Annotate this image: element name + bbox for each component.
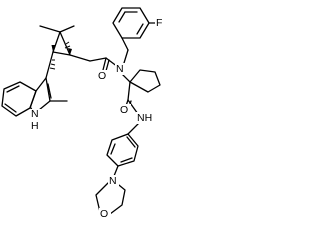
indole-nitrogen-label: N [31,108,39,120]
wedge-bond [68,48,72,55]
wedge-bond [51,45,56,52]
amide-oxygen-label: O [98,70,106,82]
bond-skeleton [1,7,161,215]
indole-hydrogen-label: H [31,120,39,132]
carboxamide-oxygen-label: O [120,104,128,116]
morpholine-nitrogen-label: N [109,175,117,187]
amine-nitrogen-label: N [116,63,124,75]
amide-nh-label: NH [137,112,152,124]
morpholine-oxygen-label: O [100,208,108,220]
stereo-bonds [49,41,72,70]
atom-labels: F N O N H O NH N O [30,16,165,220]
molecule-structure: F N O N H O NH N O [1,7,165,220]
fluorine-label: F [156,17,162,29]
